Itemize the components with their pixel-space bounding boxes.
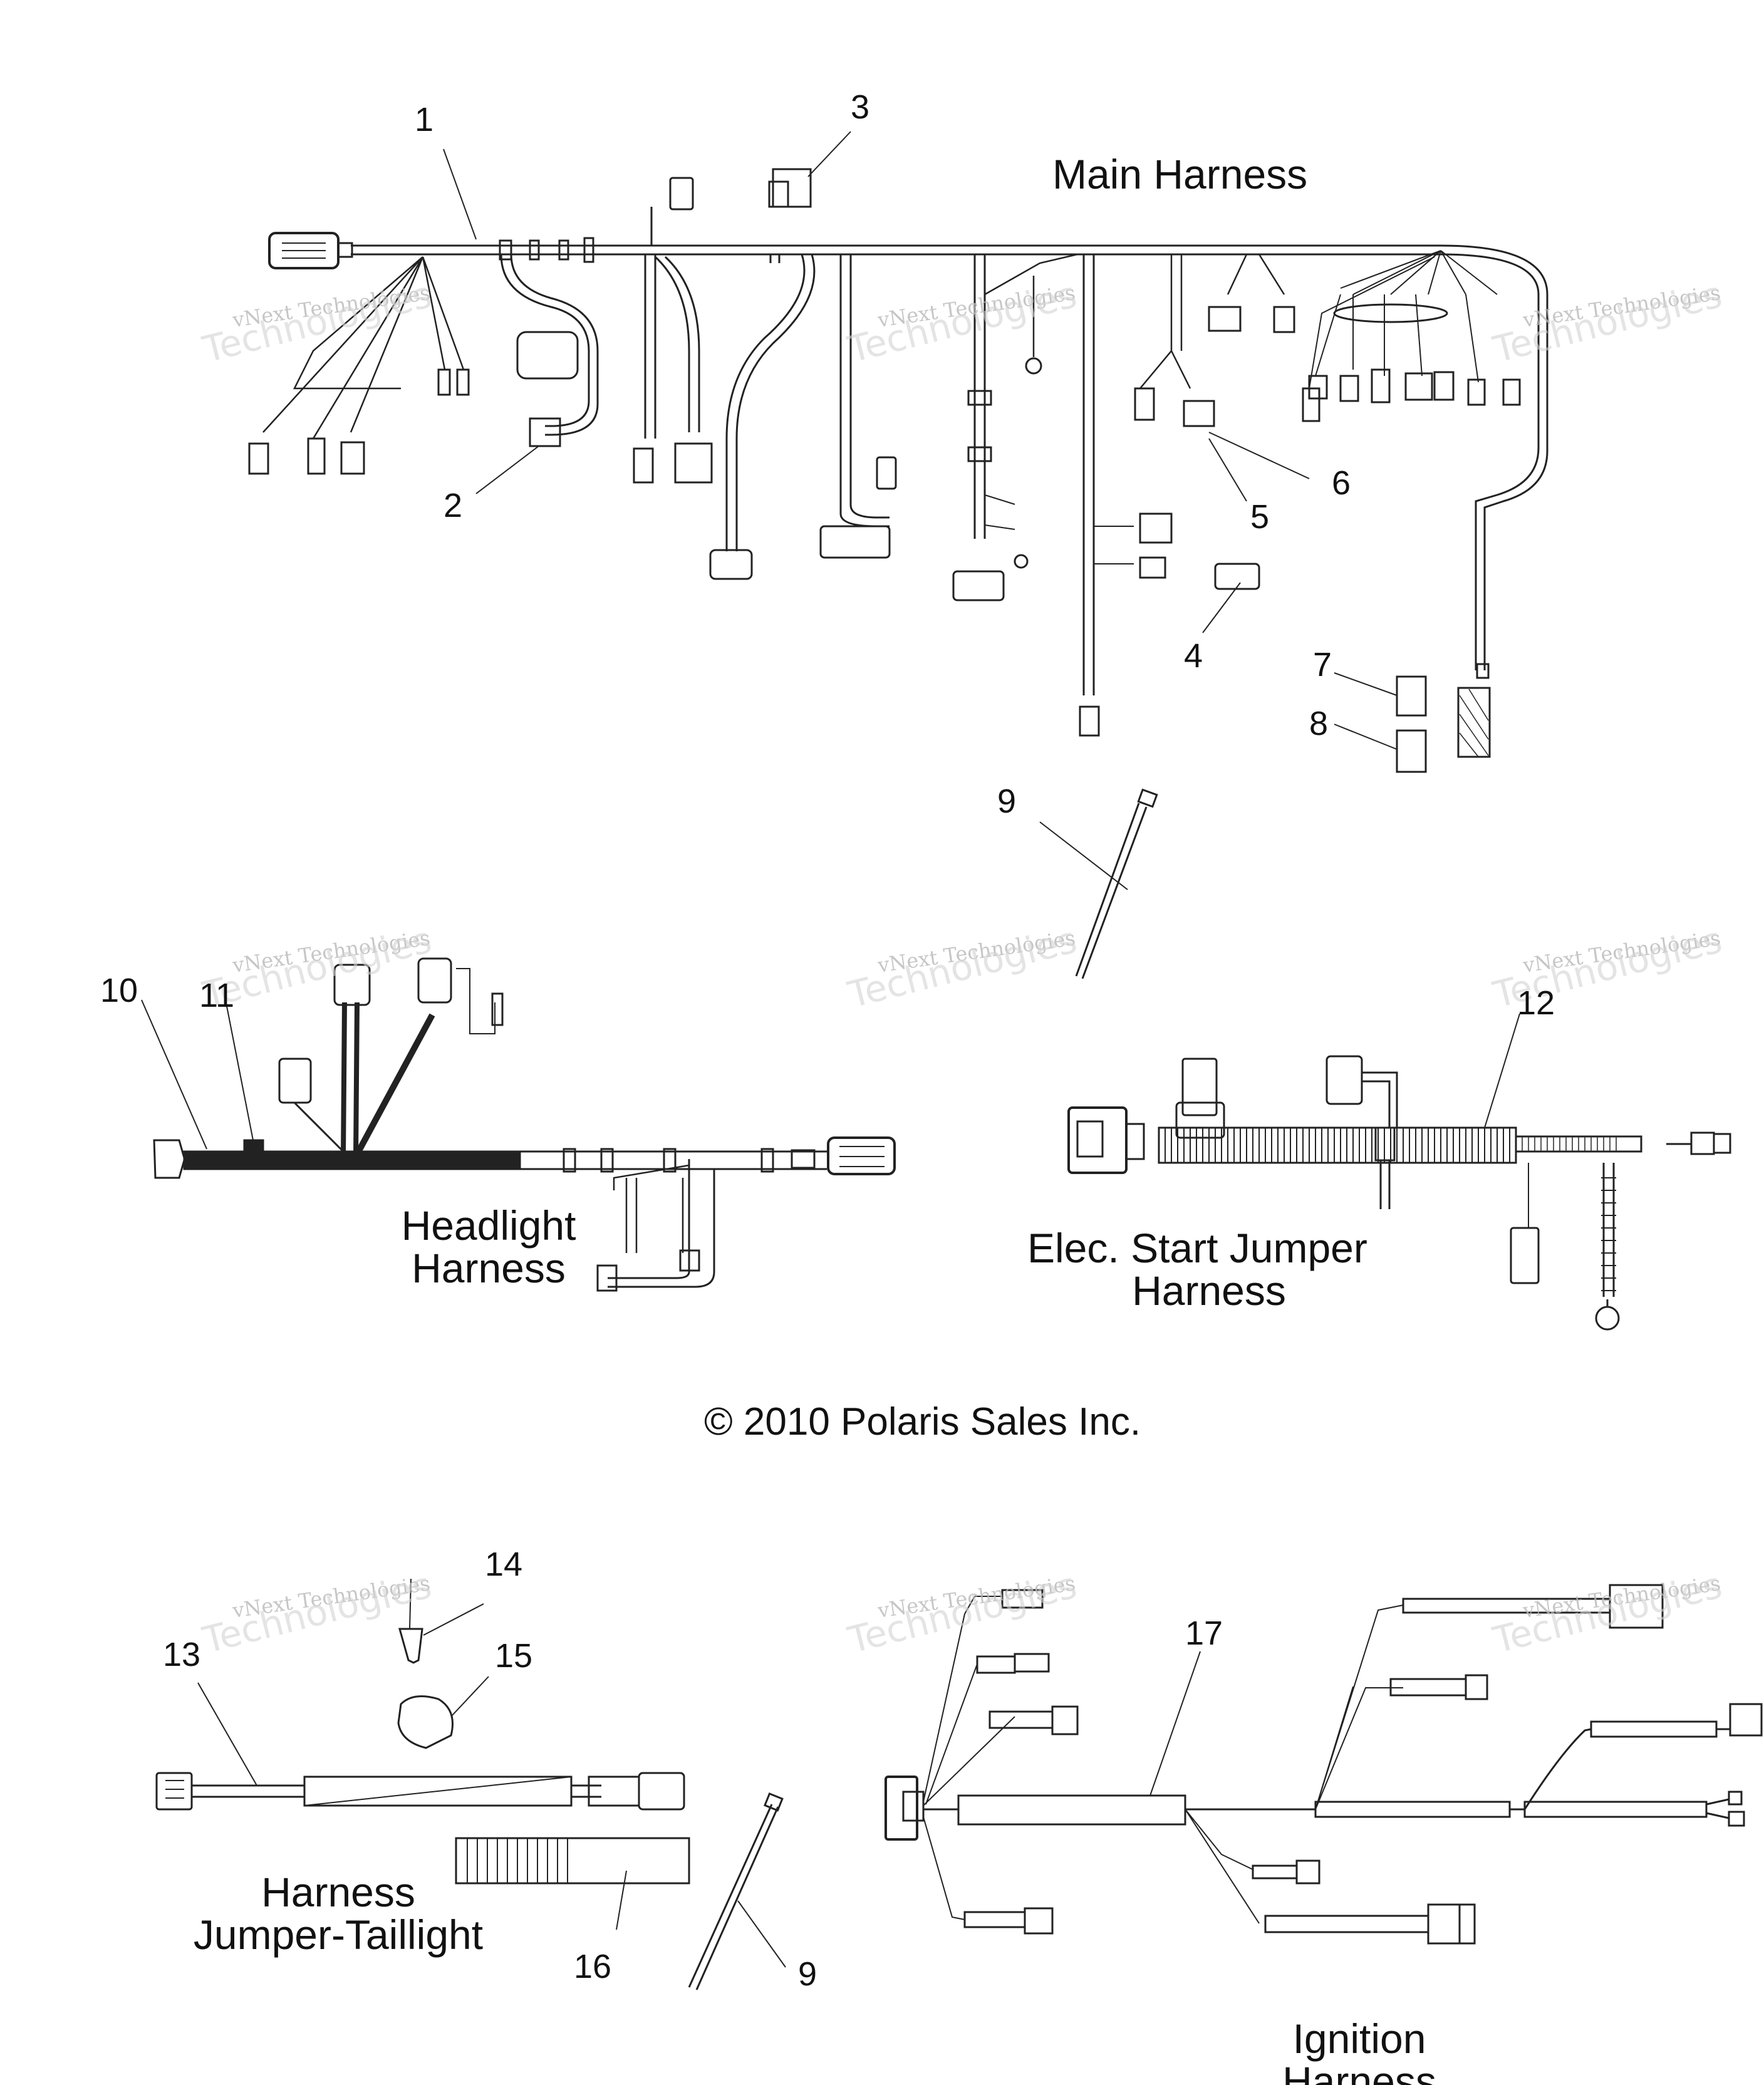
taillight-leader-lines xyxy=(198,1604,786,1967)
ignition-title-line: Ignition xyxy=(1292,2017,1426,2062)
jumper-taillight-drawing xyxy=(157,1579,782,1990)
taillight-title-line: Jumper-Taillight xyxy=(193,1911,484,1958)
callout-number: 13 xyxy=(163,1636,201,1673)
callout-number: 9 xyxy=(997,783,1017,820)
headlight-title-line: Headlight xyxy=(401,1202,576,1249)
callout-number: 2 xyxy=(444,487,463,524)
headlight-harness-title: Headlight Harness xyxy=(388,1204,589,1289)
leader-17 xyxy=(1150,1651,1200,1796)
cable-tie-drawing xyxy=(1076,789,1157,979)
callout-number: 1 xyxy=(415,101,434,138)
ignition-title-line: Harness xyxy=(1282,2058,1436,2085)
elec-start-jumper-drawing xyxy=(1069,1056,1730,1329)
ignition-harness-drawing xyxy=(886,1585,1761,1943)
callout-number: 10 xyxy=(100,972,138,1009)
elec-start-title-line: Elec. Start Jumper xyxy=(1027,1225,1367,1271)
headlight-harness-drawing xyxy=(154,959,895,1291)
callout-number: 14 xyxy=(485,1546,523,1583)
copyright-text: © 2010 Polaris Sales Inc. xyxy=(704,1400,1141,1443)
callout-number: 9 xyxy=(798,1955,817,1993)
headlight-title-line: Harness xyxy=(412,1245,566,1291)
callout-number: 11 xyxy=(199,977,235,1014)
callout-number: 15 xyxy=(495,1637,533,1675)
ignition-harness-title: Ignition Harness xyxy=(1253,2017,1466,2085)
callout-number: 12 xyxy=(1517,984,1555,1022)
main-leader-lines xyxy=(444,132,1397,890)
jumper-taillight-title: Harness Jumper-Taillight xyxy=(169,1871,507,1956)
leader-12 xyxy=(1485,1014,1520,1128)
main-harness-drawing xyxy=(249,169,1547,772)
callout-number: 4 xyxy=(1184,637,1203,675)
callout-number: 17 xyxy=(1185,1614,1223,1652)
callout-number: 8 xyxy=(1309,705,1329,742)
main-harness-title: Main Harness xyxy=(1052,151,1308,197)
callout-number: 3 xyxy=(851,88,870,126)
callout-number: 7 xyxy=(1313,646,1332,684)
taillight-title-line: Harness xyxy=(261,1869,415,1915)
callout-number: 6 xyxy=(1332,464,1351,502)
callout-number: 16 xyxy=(574,1948,612,1985)
elec-start-title-line: Harness xyxy=(1132,1267,1286,1314)
elec-start-title: Elec. Start Jumper Harness xyxy=(1027,1227,1391,1312)
callout-number: 5 xyxy=(1250,498,1270,536)
headlight-leader-lines xyxy=(142,1000,253,1149)
